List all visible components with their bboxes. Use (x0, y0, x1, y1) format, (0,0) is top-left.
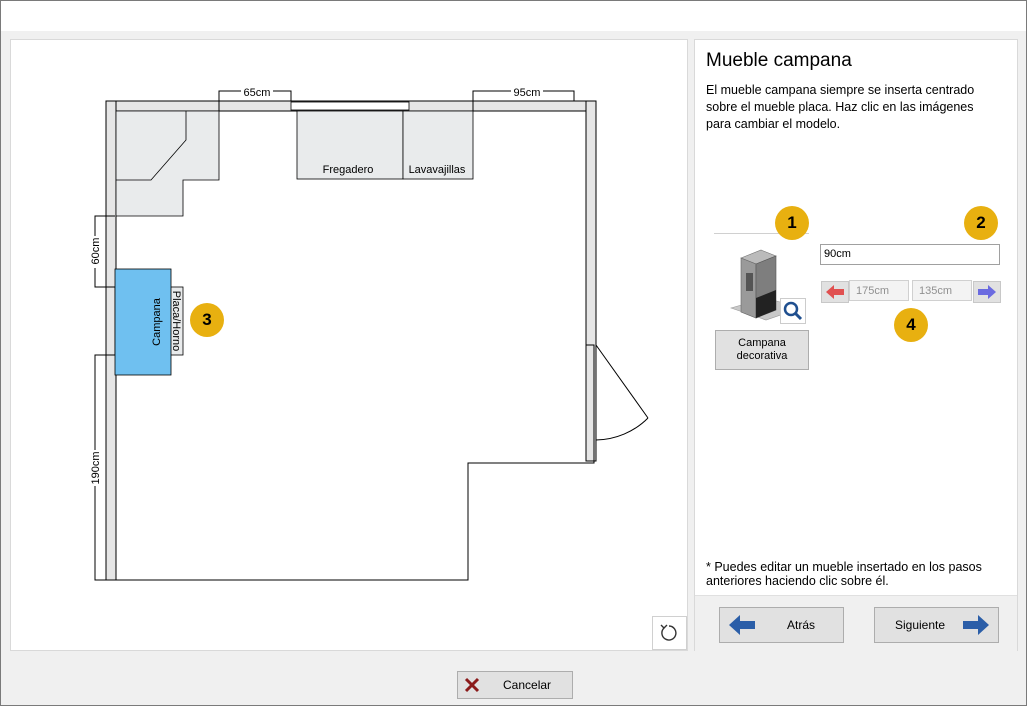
sink-cabinet[interactable] (296, 110, 404, 180)
cancel-button[interactable]: Cancelar (457, 671, 573, 699)
panel-description: El mueble campana siempre se inserta cen… (706, 83, 975, 131)
close-icon (464, 677, 480, 693)
chevron-down-icon: ⌵ (824, 246, 833, 258)
distance-right-field[interactable]: 135cm (912, 280, 972, 301)
dim-bg (88, 450, 102, 486)
oven-label: Placa/Horno (170, 291, 182, 352)
floor-plan-canvas[interactable]: Fregadero Lavavajillas Placa/Horno Campa… (11, 40, 687, 650)
edit-note: * Puedes editar un mueble insertado en l… (706, 560, 982, 588)
hood-label: Campana (151, 297, 163, 346)
back-button[interactable]: Atrás (719, 607, 844, 643)
dim-bg (88, 236, 102, 268)
move-right-button[interactable] (973, 281, 1001, 303)
panel-title: Mueble campana (706, 50, 852, 71)
thumbnail-divider (714, 233, 809, 234)
cancel-label: Cancelar (503, 678, 552, 692)
dim-top-right: 95cm (514, 87, 541, 99)
step-badge-2: 2 (964, 206, 998, 240)
arrow-left-icon (729, 615, 755, 635)
model-label: Campana decorativa (736, 337, 788, 362)
window-top (290, 101, 410, 111)
rotate-icon (660, 624, 677, 641)
sink-label: Fregadero (323, 164, 374, 176)
size-select-value: 90cm (824, 248, 851, 260)
door-swing (595, 417, 649, 441)
back-label: Atrás (787, 618, 816, 632)
next-label: Siguiente (895, 618, 946, 632)
move-left-button[interactable] (821, 281, 849, 303)
size-select[interactable]: 90cm ⌵ (820, 244, 1000, 265)
model-button-campana-decorativa[interactable]: Campana decorativa (715, 330, 809, 370)
title-bar (1, 1, 1026, 31)
corner-cabinet[interactable] (115, 110, 220, 217)
dim-bg (241, 86, 273, 98)
reset-view-button[interactable] (652, 616, 687, 650)
floor-plan-panel[interactable]: Fregadero Lavavajillas Placa/Horno Campa… (10, 39, 688, 651)
dim-top-left: 65cm (244, 87, 271, 99)
dishwasher-label: Lavavajillas (409, 164, 466, 176)
step-panel: Mueble campana El mueble campana siempre… (694, 39, 1018, 651)
dim-left-upper: 60cm (90, 238, 102, 265)
step-badge-1: 1 (775, 206, 809, 240)
magnifier-icon[interactable] (780, 298, 806, 324)
next-button[interactable]: Siguiente (874, 607, 999, 643)
hood-cabinet[interactable] (114, 268, 172, 376)
wall-left (105, 100, 117, 581)
corner-cabinet-door (116, 111, 187, 181)
step-badge-4: 4 (894, 308, 928, 342)
arrow-right-icon (978, 285, 996, 299)
dishwasher-cabinet[interactable] (402, 110, 474, 180)
hood-model-thumbnail[interactable] (721, 238, 811, 328)
step-badge-3: 3 (190, 303, 224, 337)
room-outline (115, 110, 595, 581)
dim-left-lower: 190cm (90, 451, 102, 484)
dim-bg (511, 86, 543, 98)
arrow-right-icon (963, 615, 989, 635)
door-leaf (595, 344, 649, 419)
distance-left-field[interactable]: 175cm (849, 280, 909, 301)
arrow-left-icon (826, 285, 844, 299)
